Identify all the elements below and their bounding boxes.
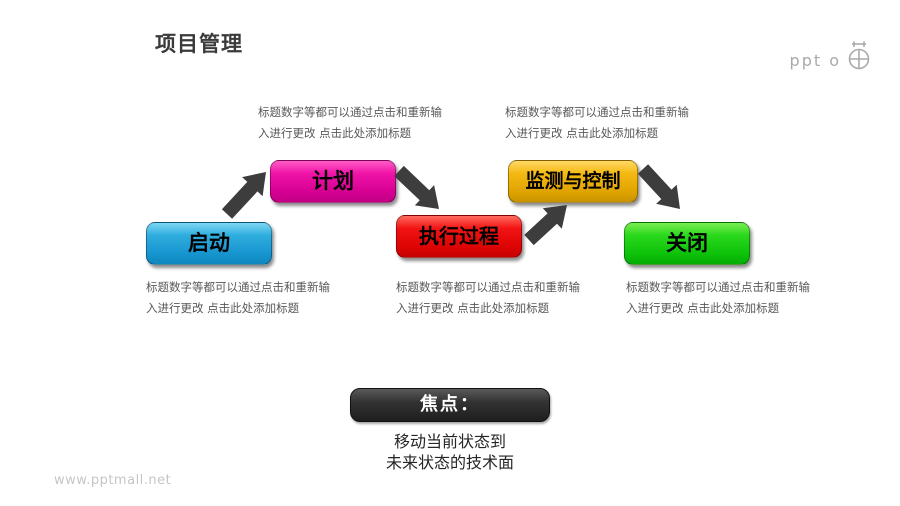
stopwatch-icon: [844, 40, 874, 76]
annotation-line: 入进行更改 点击此处添加标题: [146, 301, 300, 315]
annotation-line: 入进行更改 点击此处添加标题: [396, 301, 550, 315]
step-box-plan: 计划: [270, 160, 396, 203]
annotation-monitor-control: 标题数字等都可以通过点击和重新输 入进行更改 点击此处添加标题: [505, 102, 689, 144]
page-title: 项目管理: [155, 32, 243, 56]
arrow-initiate-to-plan: [221, 172, 266, 219]
watermark: www.pptmall.net: [54, 473, 172, 488]
focus-description-line: 移动当前状态到: [393, 432, 506, 451]
annotation-line: 入进行更改 点击此处添加标题: [505, 126, 659, 140]
focus-description-line: 未来状态的技术面: [385, 453, 514, 472]
arrow-monitor-to-close: [637, 164, 680, 209]
step-box-execute: 执行过程: [396, 215, 522, 258]
arrow-plan-to-execute: [394, 165, 439, 209]
annotation-line: 标题数字等都可以通过点击和重新输: [146, 280, 330, 294]
annotation-line: 标题数字等都可以通过点击和重新输: [396, 280, 580, 294]
annotation-line: 入进行更改 点击此处添加标题: [258, 126, 412, 140]
focus-description: 移动当前状态到 未来状态的技术面: [325, 431, 575, 473]
step-box-close: 关闭: [624, 222, 750, 265]
annotation-line: 标题数字等都可以通过点击和重新输: [505, 105, 689, 119]
annotation-line: 标题数字等都可以通过点击和重新输: [258, 105, 442, 119]
brand-logo-text: ppt o: [789, 51, 841, 70]
step-box-initiate: 启动: [146, 222, 272, 265]
focus-label-box: 焦点：: [350, 388, 550, 422]
step-box-monitor-control: 监测与控制: [508, 160, 638, 203]
annotation-close: 标题数字等都可以通过点击和重新输 入进行更改 点击此处添加标题: [626, 277, 810, 319]
annotation-line: 入进行更改 点击此处添加标题: [626, 301, 780, 315]
annotation-line: 标题数字等都可以通过点击和重新输: [626, 280, 810, 294]
annotation-initiate: 标题数字等都可以通过点击和重新输 入进行更改 点击此处添加标题: [146, 277, 330, 319]
annotation-execute: 标题数字等都可以通过点击和重新输 入进行更改 点击此处添加标题: [396, 277, 580, 319]
annotation-plan: 标题数字等都可以通过点击和重新输 入进行更改 点击此处添加标题: [258, 102, 442, 144]
brand-logo: ppt o: [790, 40, 874, 76]
arrow-execute-to-monitor: [524, 205, 567, 246]
